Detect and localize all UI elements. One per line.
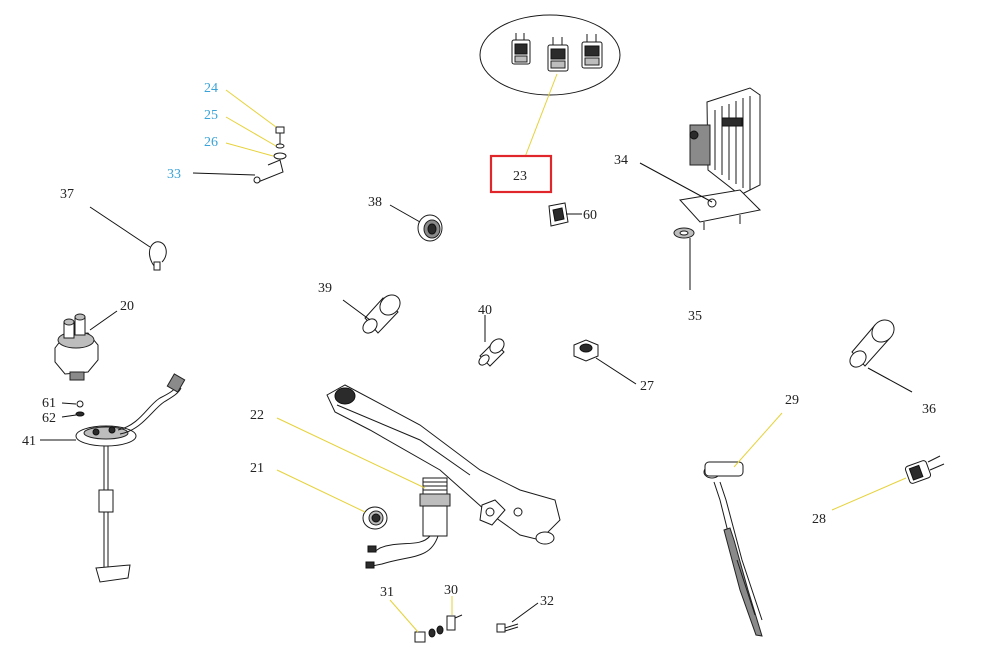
leader-32 — [511, 602, 539, 623]
label-40[interactable]: 40 — [478, 303, 492, 318]
leader-36 — [867, 367, 913, 393]
part-24-26-bolt-assembly[interactable] — [253, 126, 287, 184]
part-28-connector[interactable] — [904, 455, 945, 484]
label-41[interactable]: 41 — [22, 434, 36, 449]
label-22[interactable]: 22 — [250, 408, 264, 423]
label-60[interactable]: 60 — [583, 208, 597, 223]
label-25[interactable]: 25 — [204, 108, 218, 123]
label-62[interactable]: 62 — [42, 411, 56, 426]
part-61-62-screw-washer[interactable] — [75, 400, 85, 417]
label-31[interactable]: 31 — [380, 585, 394, 600]
label-27[interactable]: 27 — [640, 379, 654, 394]
leader-22 — [276, 417, 426, 489]
part-30-31-bolt-set[interactable] — [414, 614, 463, 643]
leader-26 — [225, 142, 274, 157]
leader-28 — [831, 477, 907, 511]
leader-62 — [61, 414, 77, 418]
part-21-nut[interactable] — [362, 506, 388, 530]
leader-27 — [595, 357, 637, 385]
label-23[interactable]: 23 — [513, 169, 527, 184]
label-30[interactable]: 30 — [444, 583, 458, 598]
leader-29 — [733, 412, 783, 468]
part-36-boot[interactable] — [847, 315, 899, 370]
label-21[interactable]: 21 — [250, 461, 264, 476]
label-28[interactable]: 28 — [812, 512, 826, 527]
leader-24 — [225, 89, 277, 128]
part-39-boot[interactable] — [360, 291, 404, 336]
leader-21 — [276, 469, 366, 513]
label-20[interactable]: 20 — [120, 299, 134, 314]
leader-20 — [89, 310, 118, 331]
label-39[interactable]: 39 — [318, 281, 332, 296]
part-27-nut[interactable] — [573, 339, 599, 362]
leader-38 — [389, 204, 421, 223]
part-38-grommet[interactable] — [417, 214, 443, 242]
highlight-box-23 — [489, 154, 553, 194]
label-34[interactable]: 34 — [614, 153, 628, 168]
leader-37 — [89, 206, 151, 248]
leader-39 — [342, 299, 371, 321]
label-26[interactable]: 26 — [204, 135, 218, 150]
part-34-control-unit[interactable] — [679, 87, 762, 230]
label-61[interactable]: 61 — [42, 396, 56, 411]
label-37[interactable]: 37 — [60, 187, 74, 202]
label-29[interactable]: 29 — [785, 393, 799, 408]
pedal-arm-assembly[interactable] — [326, 384, 561, 545]
leader-25 — [225, 116, 277, 147]
part-60-gasket[interactable] — [548, 202, 569, 227]
leader-34 — [639, 162, 713, 203]
part-35-washer[interactable] — [673, 227, 695, 239]
leader-33 — [192, 172, 256, 176]
label-35[interactable]: 35 — [688, 309, 702, 324]
part-29-wiper[interactable] — [703, 461, 763, 637]
label-33[interactable]: 33 — [167, 167, 181, 182]
label-32[interactable]: 32 — [540, 594, 554, 609]
leader-31 — [389, 599, 419, 633]
part-22-brake-switch[interactable] — [365, 477, 451, 569]
rocker-switch-2 — [547, 37, 569, 72]
label-38[interactable]: 38 — [368, 195, 382, 210]
leader-23 — [524, 73, 558, 158]
part-40-small-boot[interactable] — [477, 336, 507, 367]
leader-61 — [61, 402, 77, 405]
rocker-switch-1 — [511, 33, 531, 65]
rocker-switch-3 — [581, 34, 603, 69]
label-24[interactable]: 24 — [204, 81, 218, 96]
part-20-pressure-switch[interactable] — [54, 313, 99, 381]
label-36[interactable]: 36 — [922, 402, 936, 417]
part-23-switch-group[interactable] — [479, 14, 621, 96]
part-37-clip[interactable] — [149, 241, 167, 271]
part-41-fuel-sender[interactable] — [75, 373, 186, 583]
part-32-bolt[interactable] — [496, 623, 519, 633]
